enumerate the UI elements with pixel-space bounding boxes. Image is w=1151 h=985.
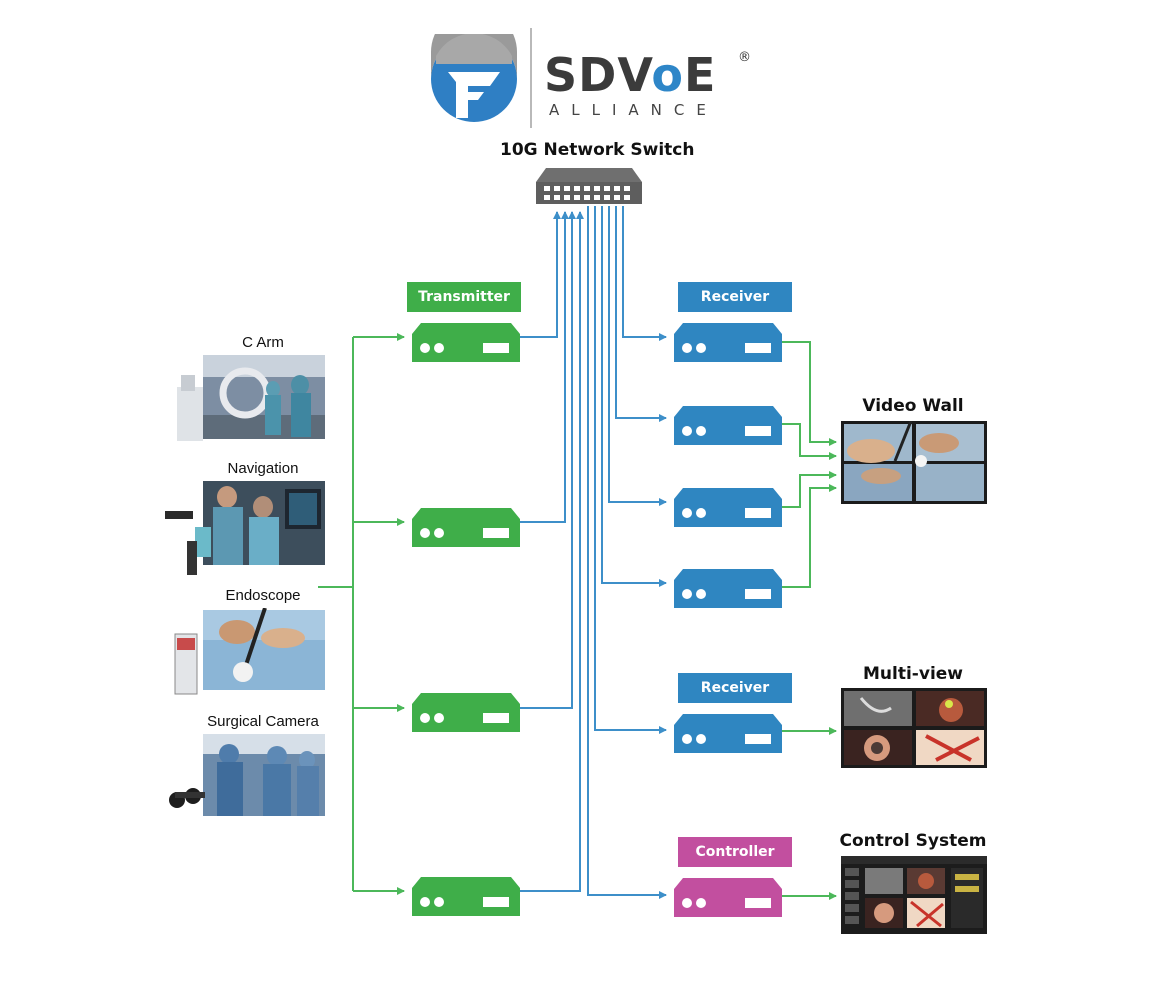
receiver-2: [674, 406, 782, 445]
multi-view-display: [841, 688, 987, 768]
transmitter-tag: Transmitter: [407, 282, 521, 312]
tx3-to-switch-line: [520, 211, 576, 709]
logo-registered: ®: [738, 50, 751, 65]
logo-wordmark: SDVoE: [544, 52, 716, 98]
tx2-to-switch-line: [520, 211, 569, 523]
transmitter-2: [412, 508, 520, 547]
receiver-1: [674, 323, 782, 362]
switch-title: 10G Network Switch: [500, 140, 695, 160]
switch-to-rx-multiview-line: [594, 206, 667, 734]
source-label-surgical-camera: Surgical Camera: [207, 713, 319, 730]
rx4-to-wall-line: [782, 484, 837, 588]
source-label-c-arm: C Arm: [242, 334, 284, 351]
c-arm-photo: [177, 355, 325, 441]
switch-to-rx3-line: [608, 206, 667, 506]
switch-to-rx4-line: [601, 206, 667, 587]
controller-device: [674, 878, 782, 917]
control-system-display: [841, 856, 987, 934]
logo-brand-o: o: [651, 48, 685, 102]
receiver-4: [674, 569, 782, 608]
logo-alliance: ALLIANCE: [549, 101, 718, 119]
endoscope-photo: [174, 608, 325, 695]
multi-view-title: Multi-view: [863, 664, 963, 684]
receiver-tag-multiview: Receiver: [678, 673, 792, 703]
source-label-endoscope: Endoscope: [225, 587, 301, 604]
receiver-3: [674, 488, 782, 527]
network-switch: [536, 168, 642, 204]
rx2-to-wall-line: [782, 423, 837, 460]
controller-tag: Controller: [678, 837, 792, 867]
switch-to-rx2-line: [615, 206, 667, 422]
rx1-to-wall-line: [782, 341, 837, 446]
transmitter-1: [412, 323, 520, 362]
transmitter-3: [412, 693, 520, 732]
tx1-to-switch-line: [520, 211, 561, 338]
sdvoe-logo-mark: [431, 34, 517, 122]
receiver-multiview: [674, 714, 782, 753]
logo-brand-prefix: SDV: [544, 48, 652, 102]
rx3-to-wall-line: [782, 471, 837, 508]
source-label-navigation: Navigation: [227, 460, 299, 477]
control-system-title: Control System: [839, 831, 987, 851]
logo-divider: [530, 28, 532, 128]
logo-brand-e: E: [684, 48, 717, 102]
video-wall-display: [841, 421, 987, 504]
switch-to-rx1-line: [622, 206, 667, 341]
navigation-photo: [165, 481, 325, 575]
receiver-tag-top: Receiver: [678, 282, 792, 312]
surgical-camera-photo: [169, 734, 325, 816]
tx4-to-switch-line: [520, 211, 584, 892]
transmitter-4: [412, 877, 520, 916]
video-wall-title: Video Wall: [862, 396, 964, 416]
switch-to-controller-line: [587, 206, 667, 899]
